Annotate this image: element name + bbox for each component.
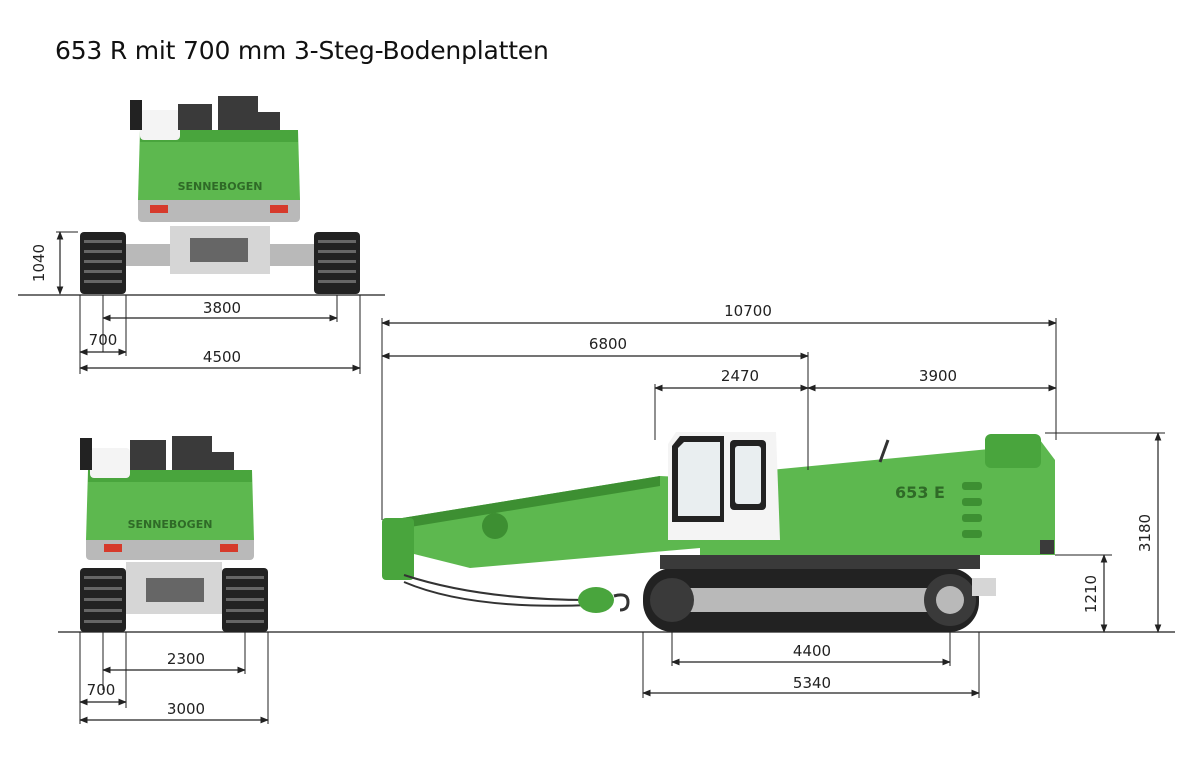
dim-overall-4500: 4500 bbox=[203, 348, 241, 366]
tail-light-right bbox=[270, 205, 288, 213]
dim-shoe-700-bottom: 700 bbox=[87, 681, 116, 699]
dim-overall-length-10700: 10700 bbox=[724, 302, 772, 320]
drive-sprocket bbox=[936, 586, 964, 614]
hook-icon bbox=[613, 593, 630, 612]
dim-height-3180: 3180 bbox=[1136, 514, 1154, 552]
brand-logo-narrow: SENNEBOGEN bbox=[128, 518, 213, 531]
dim-height-1040: 1040 bbox=[30, 244, 48, 282]
boom-head bbox=[382, 518, 414, 580]
boom bbox=[390, 476, 700, 568]
page-title: 653 R mit 700 mm 3-Steg-Bodenplatten bbox=[55, 36, 549, 65]
front-view-narrow: SENNEBOGEN 2300 700 3000 bbox=[58, 436, 640, 724]
dim-track-overall-5340: 5340 bbox=[793, 674, 831, 692]
counterweight bbox=[138, 130, 300, 200]
hook-block bbox=[578, 587, 614, 613]
dim-track-center-2300: 2300 bbox=[167, 650, 205, 668]
side-view: 653 E 10700 6800 2470 3900 3180 1210 440… bbox=[381, 302, 1175, 698]
dim-overall-3000: 3000 bbox=[167, 700, 205, 718]
tail-light-left bbox=[150, 205, 168, 213]
brand-logo: SENNEBOGEN bbox=[178, 180, 263, 193]
cab-window-front bbox=[678, 442, 720, 516]
dim-track-4400: 4400 bbox=[793, 642, 831, 660]
model-badge: 653 E bbox=[895, 483, 945, 502]
machine-body bbox=[700, 440, 1055, 555]
counterweight-narrow bbox=[86, 470, 254, 540]
dim-track-center-3800: 3800 bbox=[203, 299, 241, 317]
dim-front-to-pivot-6800: 6800 bbox=[589, 335, 627, 353]
dim-shoe-700-top: 700 bbox=[89, 331, 118, 349]
dim-pivot-to-rear-3900: 3900 bbox=[919, 367, 957, 385]
dim-height-1210: 1210 bbox=[1082, 575, 1100, 613]
front-view-wide: SENNEBOGEN 1040 3800 700 4500 bbox=[18, 96, 385, 374]
cab-window-side bbox=[735, 446, 761, 504]
antenna bbox=[878, 439, 890, 463]
dim-pivot-to-cab-2470: 2470 bbox=[721, 367, 759, 385]
